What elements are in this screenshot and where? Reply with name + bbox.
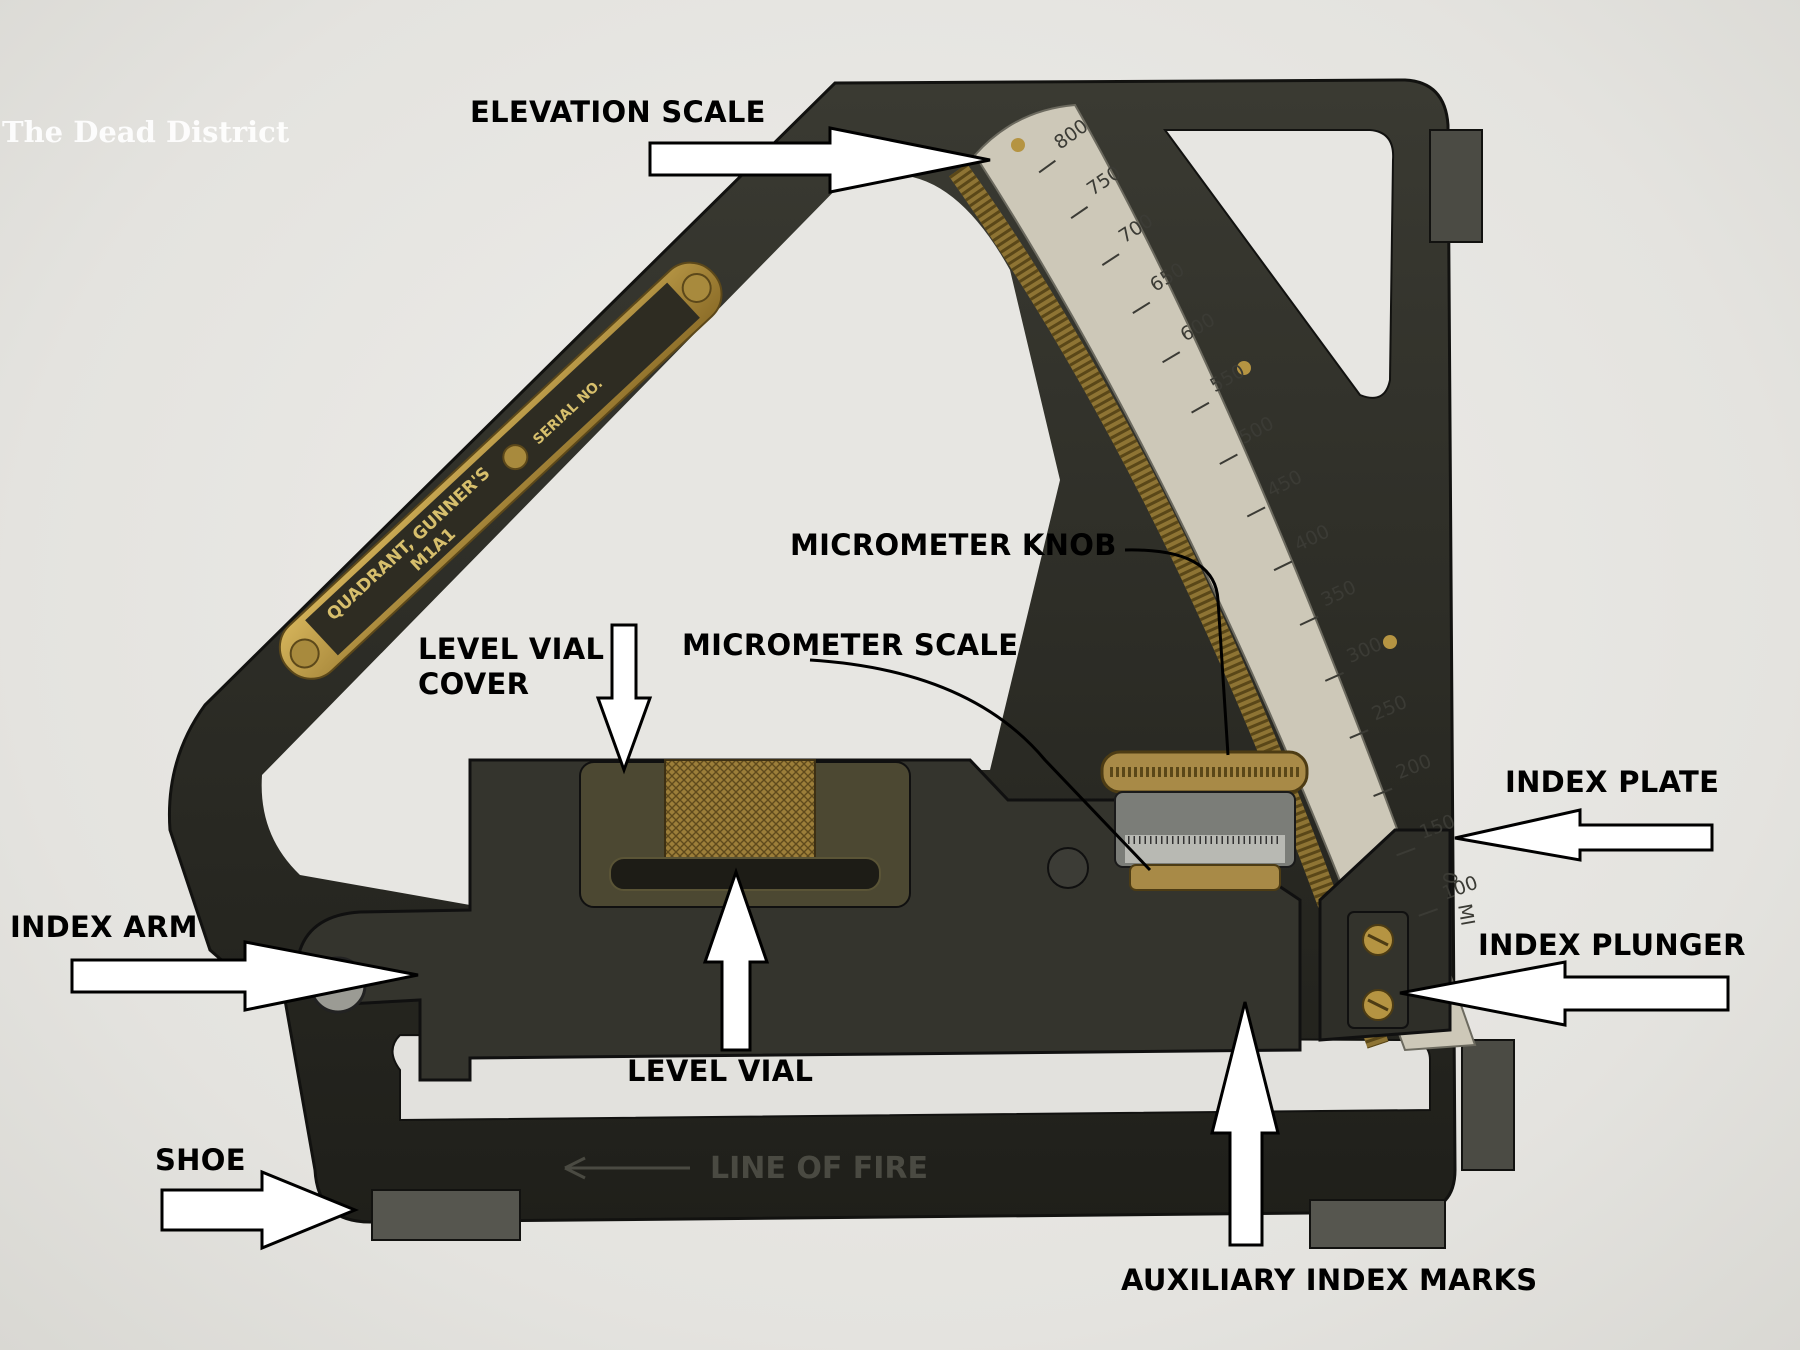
elevation-scale-tick [1273, 560, 1293, 572]
elevation-scale-tick [1191, 401, 1210, 414]
label-level-vial: LEVEL VIAL [627, 1054, 814, 1088]
elevation-scale-zero: 0 [1439, 870, 1463, 886]
elevation-scale-letters: MI [1453, 902, 1478, 927]
elevation-scale-tick [1418, 908, 1438, 917]
label-index-arm: INDEX ARM [10, 910, 198, 944]
label-micrometer-scale: MICROMETER SCALE [682, 628, 1019, 662]
label-index-plunger: INDEX PLUNGER [1478, 928, 1746, 962]
leader-lines [809, 548, 1230, 872]
label-index-plate: INDEX PLATE [1505, 765, 1720, 799]
micrometer-knob [1100, 750, 1309, 794]
level-vial [609, 857, 881, 891]
elevation-scale-tick [1299, 615, 1319, 626]
elevation-scale-tick [1349, 729, 1369, 739]
arrow-level-vial [702, 867, 770, 1052]
elevation-scale-tick [1070, 206, 1089, 220]
elevation-scale-tick [1132, 301, 1151, 314]
elevation-scale-tick [1246, 506, 1266, 518]
label-auxiliary-index-marks: AUXILIARY INDEX MARKS [1121, 1263, 1538, 1297]
arrow-level-vial-cover [595, 623, 653, 775]
arrow-index-arm [70, 940, 419, 1012]
micrometer-scale [1114, 791, 1296, 891]
elevation-scale-tick [1396, 847, 1416, 857]
callout-arrows [70, 126, 1730, 1251]
elevation-scale-tick [1101, 253, 1120, 266]
line-of-fire-arrow [564, 1156, 690, 1180]
index-plunger [1347, 911, 1409, 1029]
arrow-shoe [160, 1169, 359, 1251]
watermark-text: The Dead District [2, 115, 290, 149]
leader-micrometer-scale [809, 658, 1152, 872]
label-level-vial-cover: LEVEL VIAL COVER [418, 632, 604, 702]
arrow-index-plate [1454, 808, 1714, 862]
leader-micrometer-knob [1124, 548, 1230, 756]
arrow-elevation-scale [648, 126, 991, 194]
label-elevation-scale: ELEVATION SCALE [470, 95, 766, 129]
elevation-scale-tick [1038, 159, 1056, 174]
elevation-scale-tick [1219, 453, 1238, 465]
label-shoe: SHOE [155, 1143, 246, 1177]
arrow-index-plunger [1399, 960, 1730, 1027]
elevation-scale-tick [1162, 351, 1181, 364]
elevation-scale-tick [1373, 787, 1393, 798]
screw-head [1047, 847, 1089, 889]
label-level-vial-cover-line1: LEVEL VIAL [418, 632, 605, 666]
arrow-auxiliary-index-marks [1210, 1001, 1280, 1247]
shoe [371, 1189, 1446, 1249]
label-level-vial-cover-line2: COVER [418, 667, 530, 701]
line-of-fire-engraving: LINE OF FIRE [710, 1151, 928, 1186]
label-micrometer-knob: MICROMETER KNOB [790, 528, 1117, 562]
elevation-scale-tick [1324, 671, 1344, 682]
